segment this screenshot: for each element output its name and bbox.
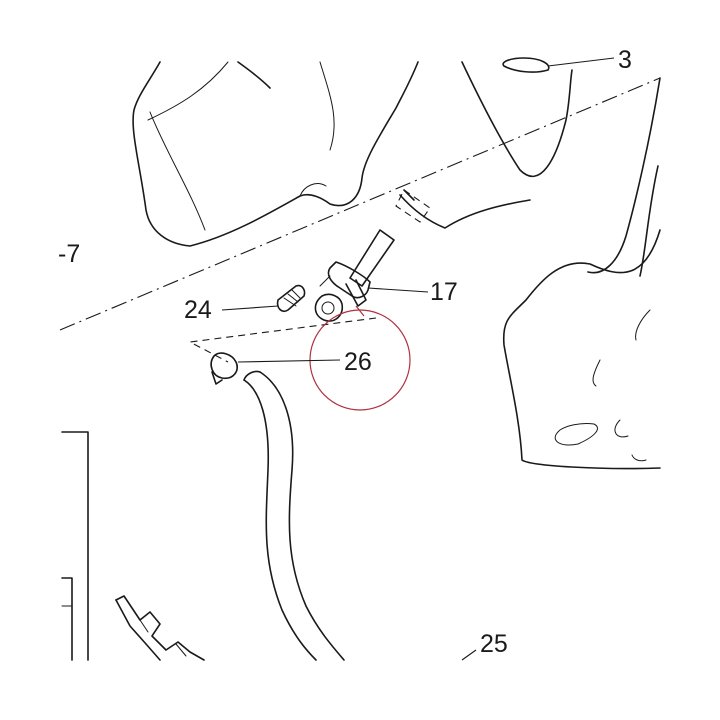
callout-26-label: 26 [344,348,372,376]
callout-7-label: -7 [58,240,80,268]
side-cover-outline [502,77,661,470]
fuel-cock-part [314,189,431,322]
highlight-circle [309,309,411,411]
connector-part [115,595,205,661]
callout-25-label: 25 [480,630,508,658]
callout-26-leader [237,359,341,363]
highlight-tick [355,305,365,317]
fuel-hose-part [243,370,345,661]
center-line [59,77,661,331]
callout-17-leader [367,287,429,293]
fuel-tank-outline [132,57,573,247]
callout-3-leader [547,57,615,67]
callout-25-leader [461,649,477,661]
callout-24-leader [221,305,279,311]
frame-bracket [61,431,89,661]
callout-17-label: 17 [430,278,458,306]
callout-3-label: 3 [618,46,632,74]
hose-clip-part [210,352,238,385]
bolt-part [276,284,306,313]
callout-24-label: 24 [184,296,212,324]
